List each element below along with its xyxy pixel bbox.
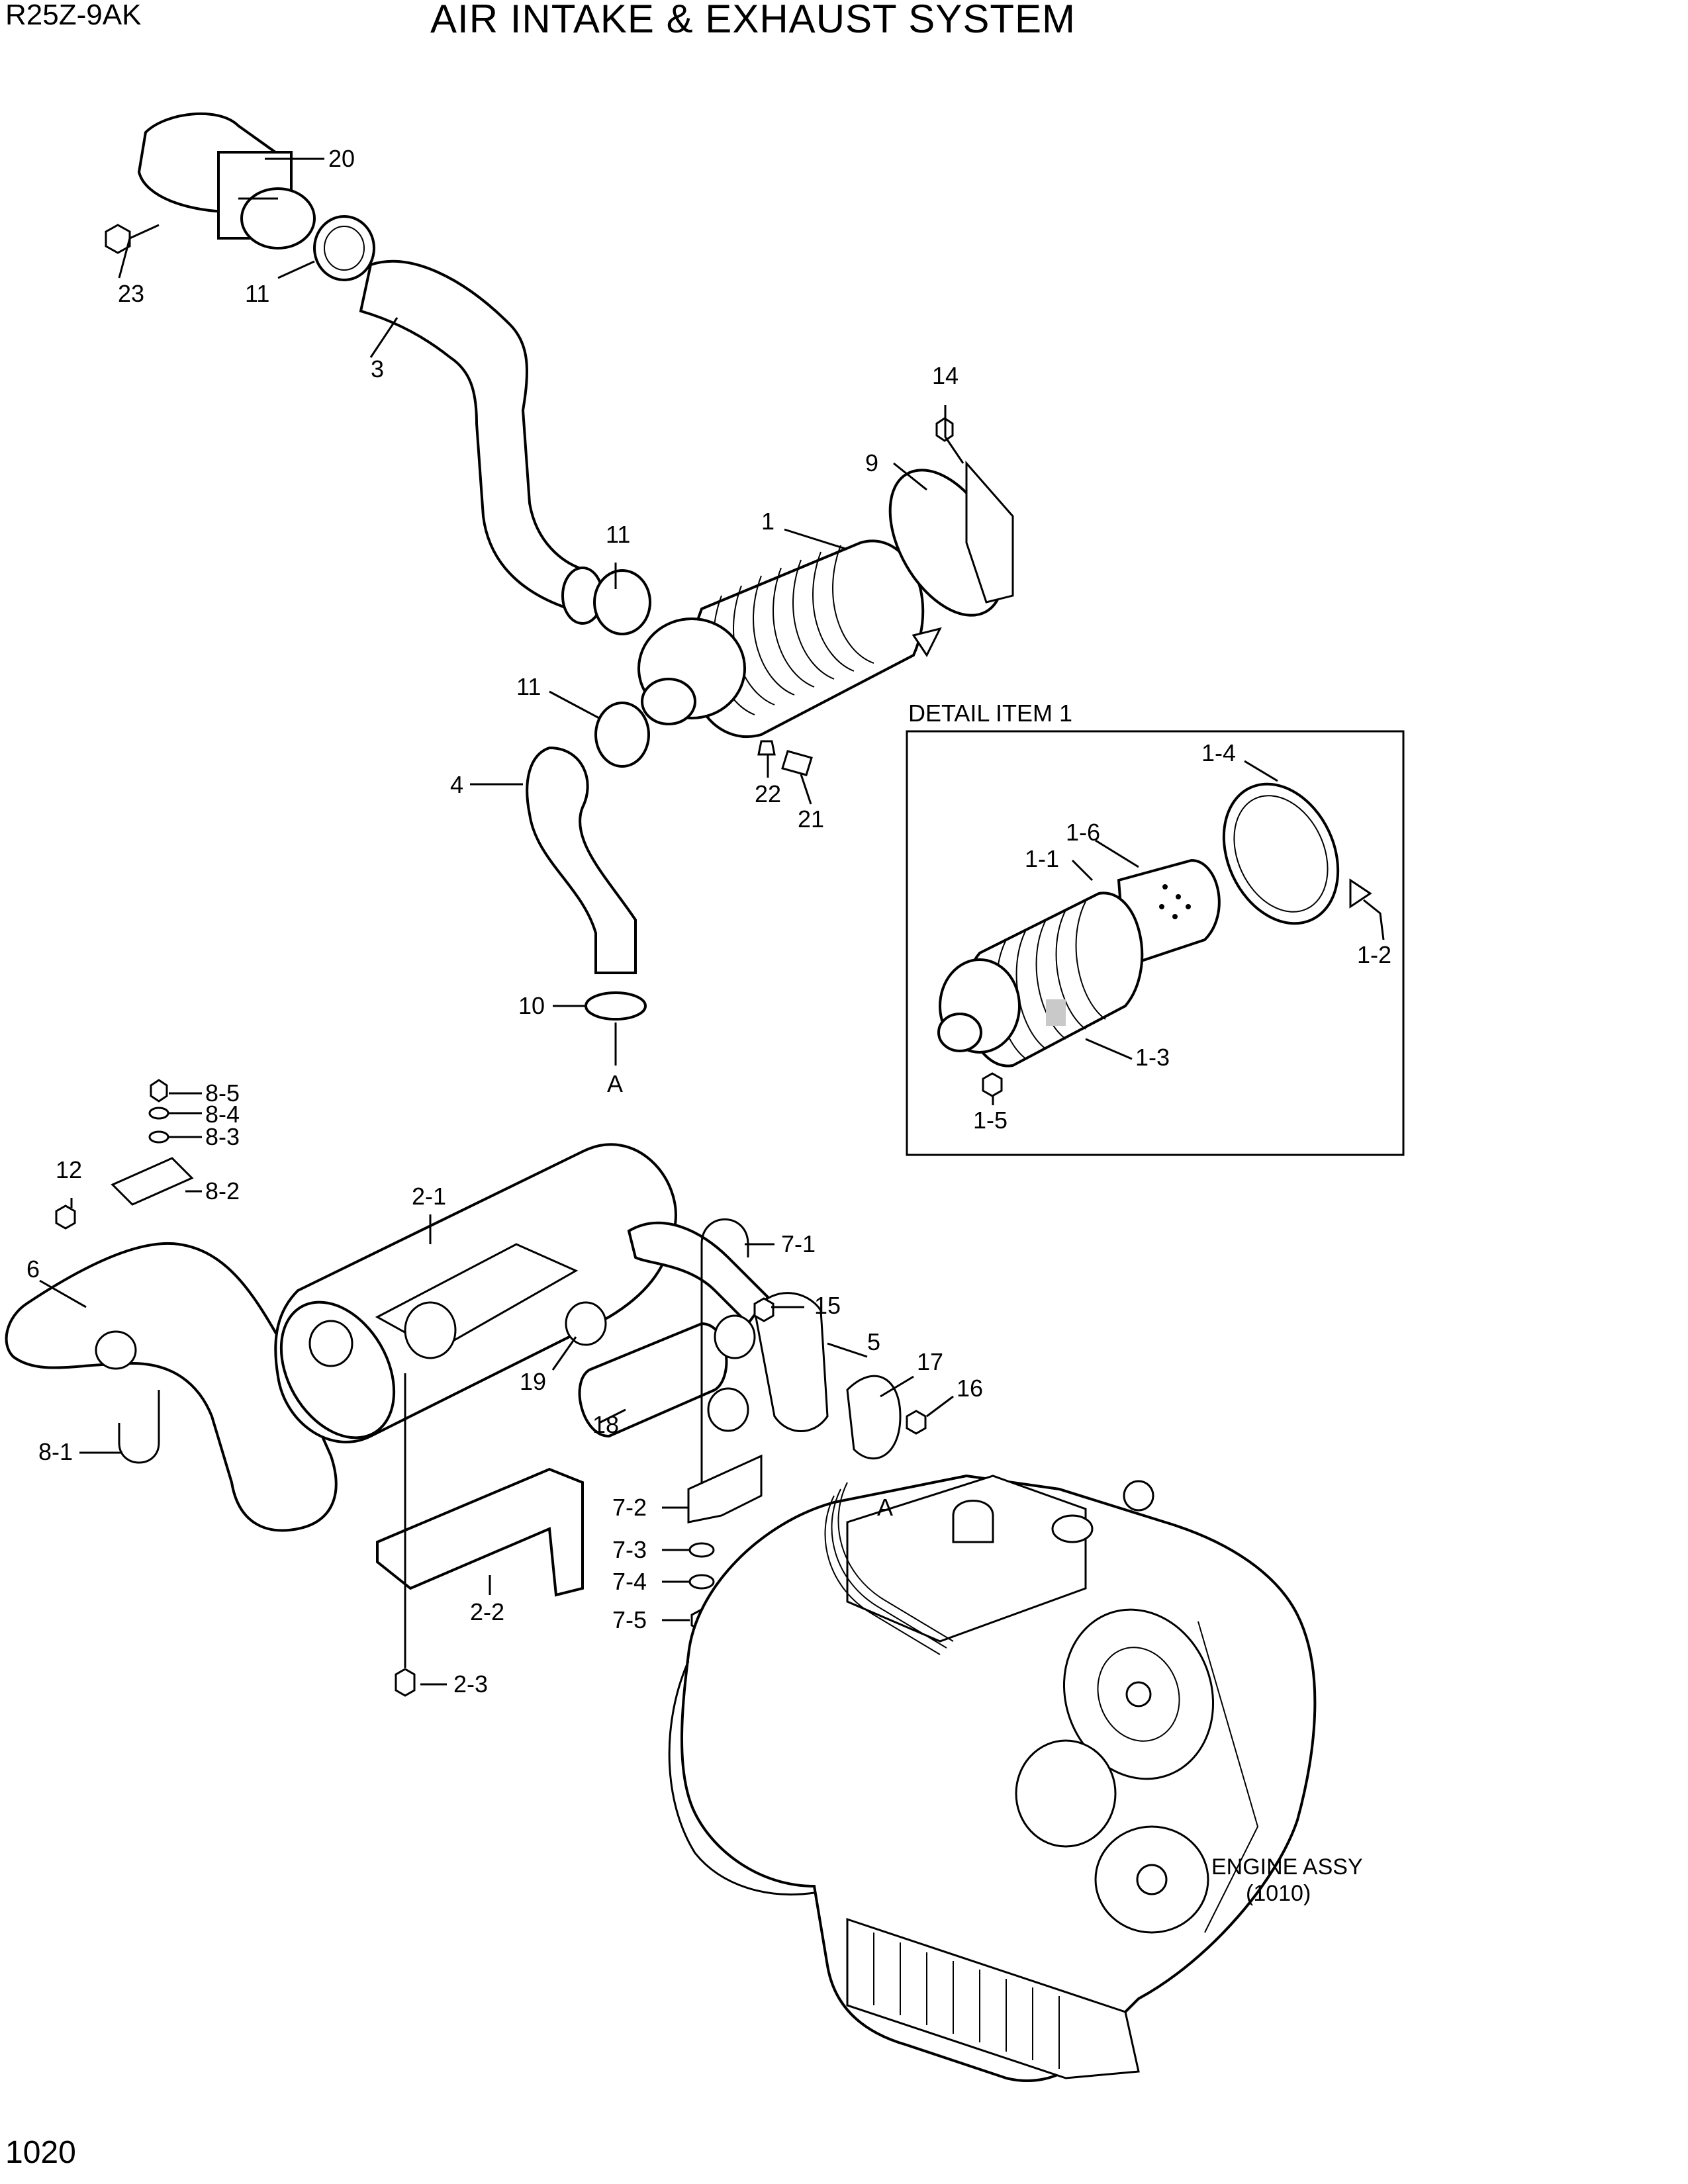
callout-1-4: 1-4 [1201,739,1236,766]
hose-clamp-11c-icon [594,702,650,768]
hose-clamp-11b-icon [593,569,651,635]
washer-7-4-icon [688,1574,715,1590]
callout-7-4: 7-4 [612,1568,647,1595]
callout-a-top: A [607,1070,623,1097]
callout-8-4: 8-4 [205,1101,240,1128]
callout-1: 1 [761,508,774,535]
callout-10: 10 [518,992,545,1019]
bolt-23-icon [105,224,160,254]
callout-8-5: 8-5 [205,1079,240,1107]
air-cleaner-assembly [526,417,1014,1021]
callout-1-3: 1-3 [1135,1044,1170,1071]
model-code: R25Z-9AK [5,0,142,31]
callout-16: 16 [957,1375,983,1402]
hose-clamp-11a-icon [313,215,375,281]
callout-5: 5 [867,1328,880,1355]
nut-8-5-icon [150,1079,168,1103]
callout-leaders [39,158,1385,1686]
fitting-1-5-icon [982,1072,1003,1097]
callout-labels: 20 23 11 3 14 9 11 1 11 4 22 21 10 A 1-4… [26,145,1391,1906]
callout-7-5: 7-5 [612,1606,647,1633]
callout-22: 22 [755,780,781,807]
callout-1-1: 1-1 [1025,845,1059,872]
callout-14: 14 [932,362,959,389]
fitting-22-icon [757,740,776,756]
gasket-17-icon [846,1375,902,1460]
callout-11-low: 11 [516,673,541,700]
callout-21: 21 [798,805,824,833]
engine-assy-label: ENGINE ASSY [1211,1854,1363,1880]
callout-23: 23 [118,280,144,307]
callout-19: 19 [520,1368,546,1395]
washer-8-3-icon [148,1130,169,1144]
callout-7-2: 7-2 [612,1494,647,1521]
callout-4: 4 [450,771,463,798]
callout-8-1: 8-1 [38,1438,73,1465]
restriction-indicator-21-icon [781,750,813,776]
bolt-2-3-icon [395,1668,416,1697]
engine-assembly-illustration [668,1474,1317,2082]
callout-15: 15 [814,1292,841,1319]
nut-16-icon [906,1410,927,1435]
clamp-19-icon [565,1301,607,1346]
callout-7-3: 7-3 [612,1536,647,1563]
callout-8-3: 8-3 [205,1123,240,1150]
callout-9: 9 [865,449,878,477]
callout-2-2: 2-2 [470,1598,504,1625]
washer-8-4-icon [148,1107,169,1120]
callout-2-3: 2-3 [453,1670,488,1698]
callout-18: 18 [592,1411,619,1438]
detail-item-1-panel: DETAIL ITEM 1 [906,700,1405,1156]
callout-2-1: 2-1 [412,1183,446,1210]
callout-3: 3 [371,355,384,383]
bolt-12-icon [55,1205,76,1230]
callout-12: 12 [56,1156,82,1183]
callout-1-2: 1-2 [1357,941,1391,968]
bolt-15-icon [753,1297,774,1322]
washer-7-3-icon [688,1542,715,1558]
hose-clamp-10-icon [585,991,647,1021]
engine-assy-ref: (1010) [1246,1881,1311,1906]
page-title: AIR INTAKE & EXHAUST SYSTEM [430,0,1076,41]
dust-valve-icon [912,627,942,657]
detail-box-title: DETAIL ITEM 1 [908,700,1072,727]
muffler-assembly [5,1079,927,1697]
callout-1-6: 1-6 [1066,819,1100,846]
callout-11-mid: 11 [606,521,630,548]
callout-11-top: 11 [245,280,269,307]
callout-8-2: 8-2 [205,1177,240,1205]
callout-20: 20 [328,145,355,172]
callout-7-1: 7-1 [781,1230,816,1257]
flange-5-icon [753,1292,829,1432]
dust-valve-1-2-icon [1349,878,1372,909]
callout-1-5: 1-5 [973,1107,1008,1134]
callout-17: 17 [917,1348,943,1375]
bracket-8-2-icon [111,1157,194,1206]
page-number: 1020 [5,2135,76,2170]
tail-pipe-assembly [105,112,585,611]
callout-a-engine: A [877,1494,893,1521]
callout-6: 6 [26,1255,40,1283]
